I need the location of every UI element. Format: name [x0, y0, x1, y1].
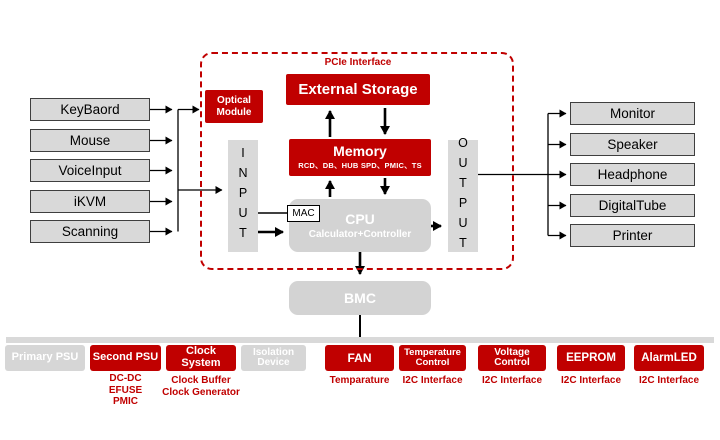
voltage-control-sublabel: I2C Interface	[481, 375, 543, 386]
device-ikvm: iKVM	[30, 190, 150, 213]
temperature-control-sublabel: I2C Interface	[402, 375, 463, 386]
device-speaker: Speaker	[570, 133, 695, 156]
module-voltage-control: Voltage Control	[478, 345, 546, 371]
external-storage-box: External Storage	[286, 74, 430, 105]
input-bus-box: INPUT	[228, 140, 258, 252]
device-scanning: Scanning	[30, 220, 150, 243]
device-printer: Printer	[570, 224, 695, 247]
device-monitor: Monitor	[570, 102, 695, 125]
bmc-box: BMC	[289, 281, 431, 315]
device-voiceinput: VoiceInput	[30, 159, 150, 182]
bottom-rail	[6, 337, 714, 343]
module-primary-psu: Primary PSU	[5, 345, 85, 371]
clock-system-sublabel: Clock Buffer Clock Generator	[162, 375, 240, 398]
optical-module-box: Optical Module	[205, 90, 263, 123]
device-digitaltube: DigitalTube	[570, 194, 695, 217]
alarmled-sublabel: I2C Interface	[638, 375, 700, 386]
device-keybaord: KeyBaord	[30, 98, 150, 121]
memory-subtitle: RCD、DB、HUB SPD、PMIC、TS	[298, 161, 422, 171]
fan-sublabel: Temparature	[329, 375, 390, 386]
device-mouse: Mouse	[30, 129, 150, 152]
pcie-interface-label: PCIe Interface	[324, 57, 392, 68]
module-clock-system: Clock System	[166, 345, 236, 371]
memory-box: Memory RCD、DB、HUB SPD、PMIC、TS	[289, 139, 431, 176]
cpu-subtitle: Calculator+Controller	[308, 229, 412, 241]
memory-title: Memory	[333, 142, 387, 159]
module-isolation-device: Isolation Device	[241, 345, 306, 371]
device-headphone: Headphone	[570, 163, 695, 186]
module-fan: FAN	[325, 345, 394, 371]
mac-box: MAC	[287, 205, 320, 222]
module-eeprom: EEPROM	[557, 345, 625, 371]
module-second-psu: Second PSU	[90, 345, 161, 371]
module-alarmled: AlarmLED	[634, 345, 704, 371]
module-temperature-control: Temperature Control	[399, 345, 466, 371]
second-psu-sublabel: DC-DC EFUSE PMIC	[108, 373, 143, 407]
output-bus-box: OUTPUT	[448, 136, 478, 256]
eeprom-sublabel: I2C Interface	[560, 375, 622, 386]
cpu-title: CPU	[345, 210, 375, 227]
pcie-domain-outline	[200, 52, 514, 270]
